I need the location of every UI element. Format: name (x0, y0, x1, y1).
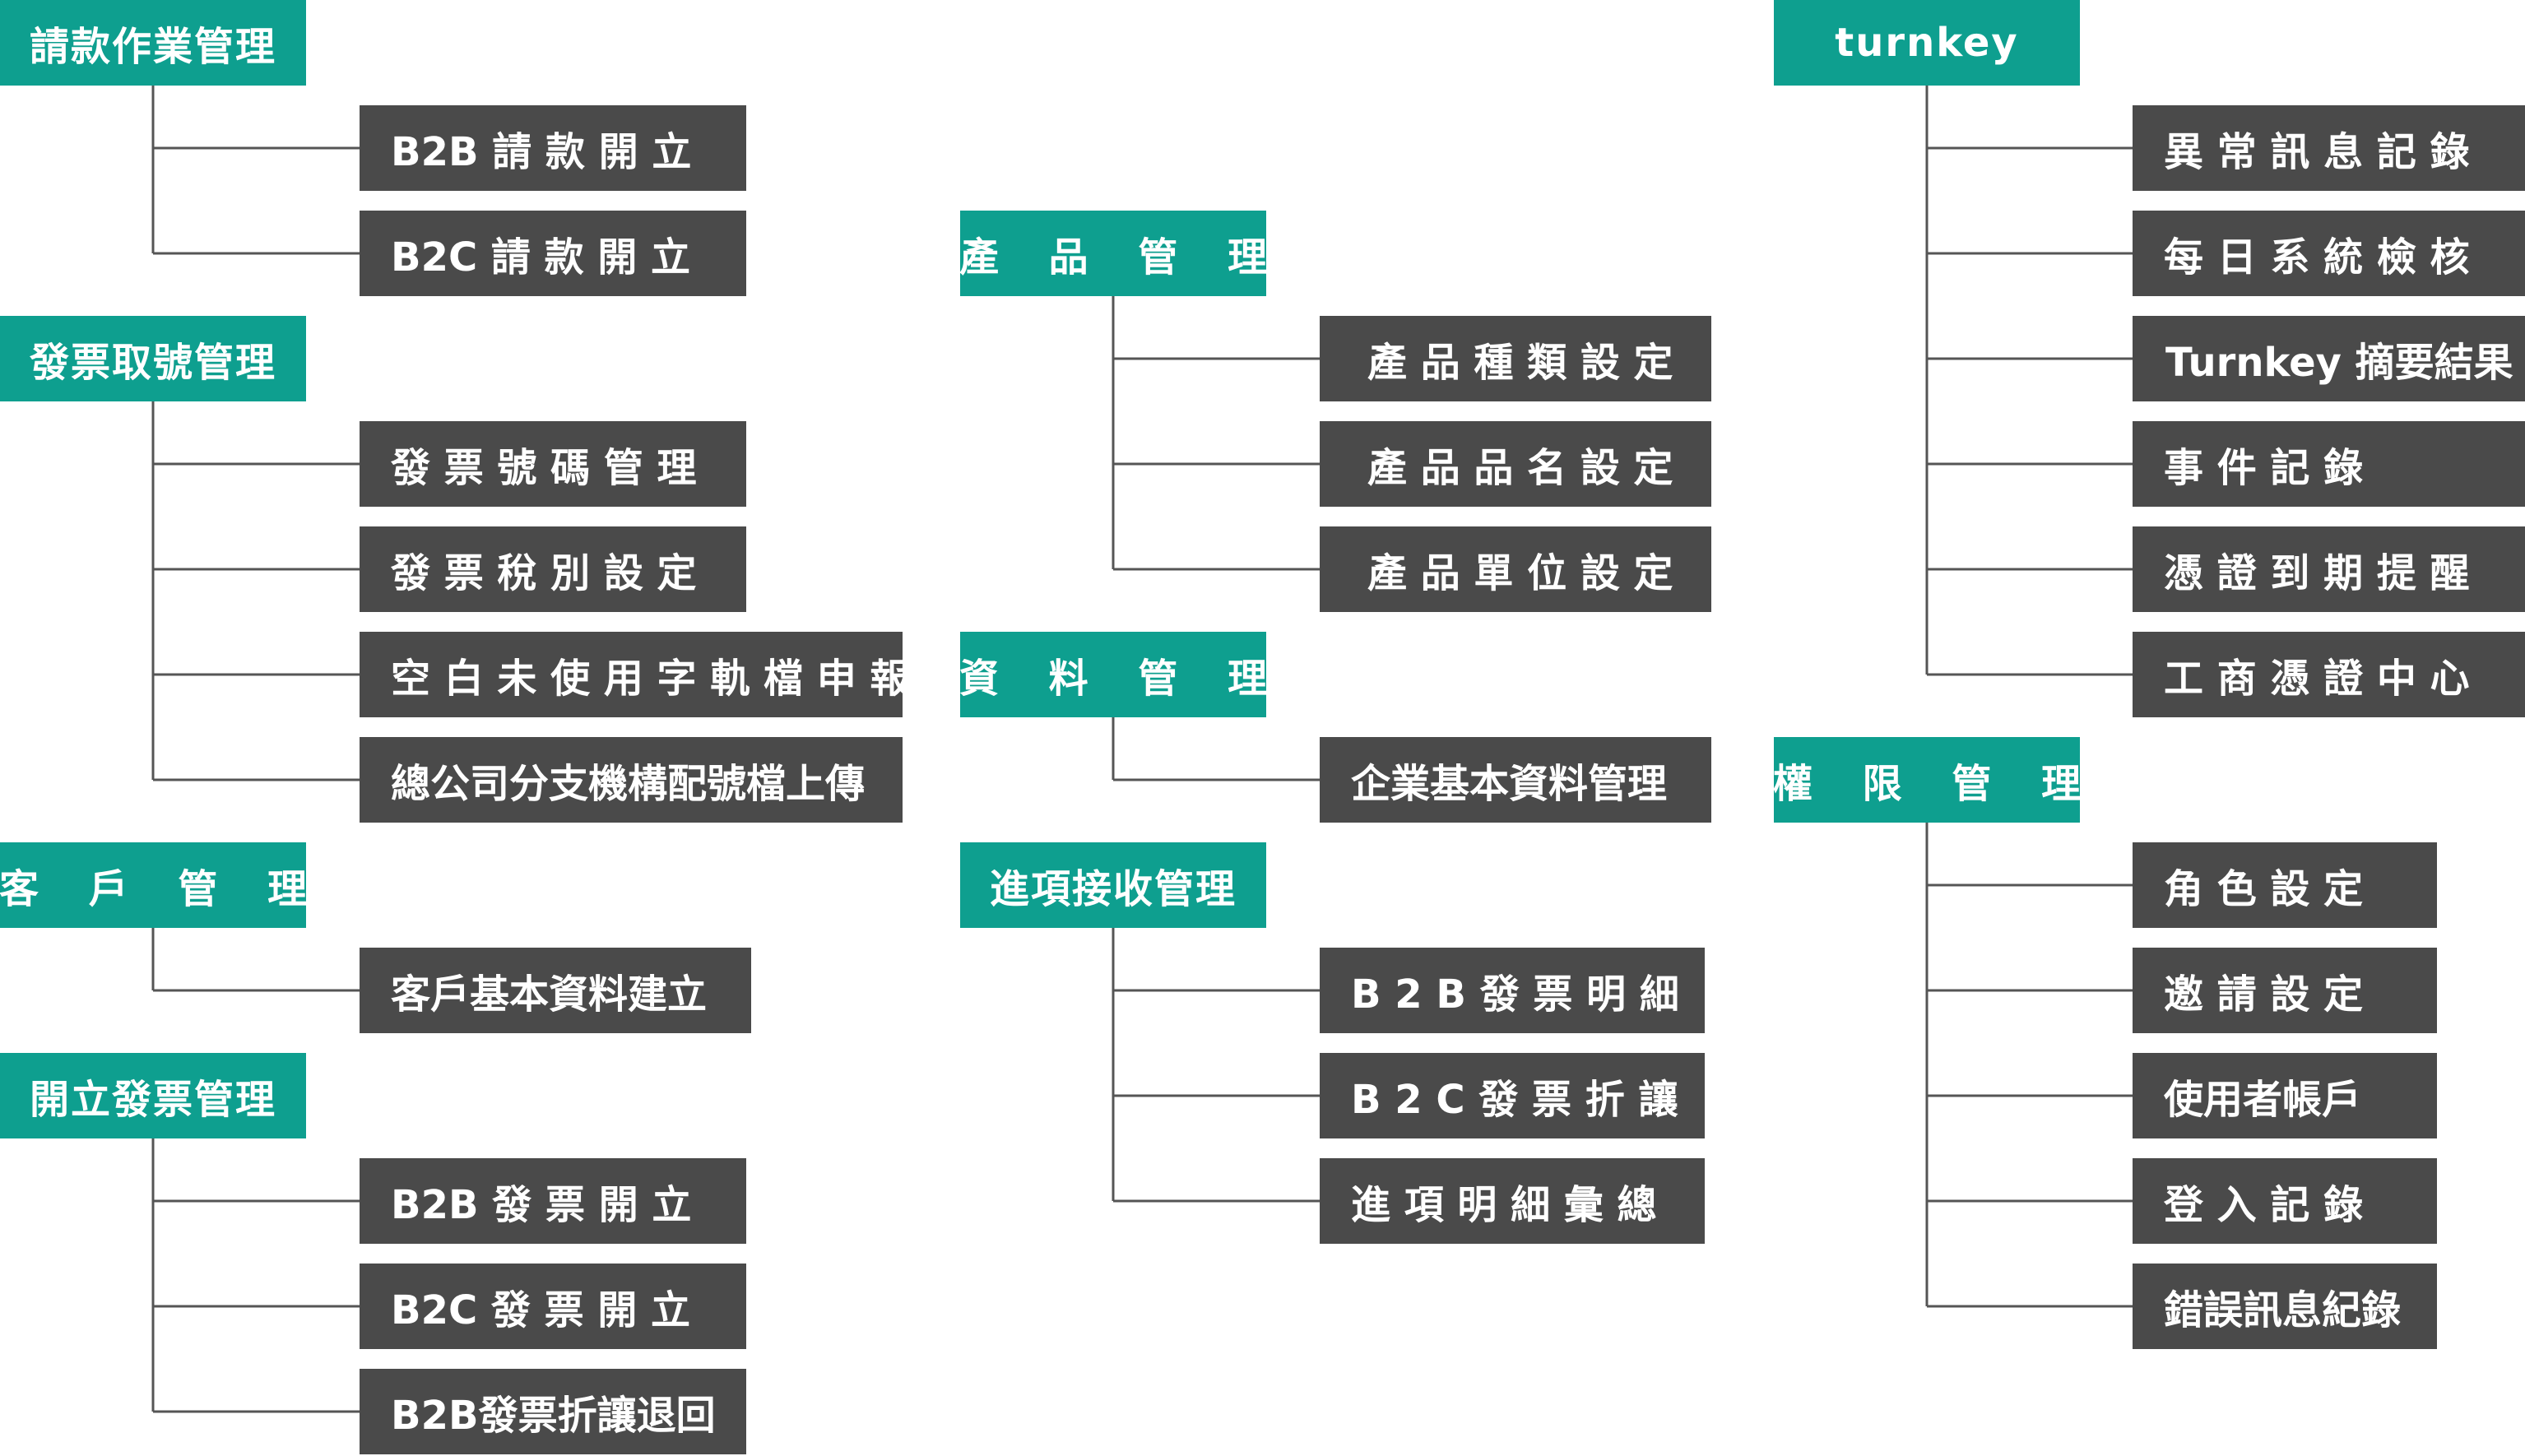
item-b2b-invoice-allowance-return[interactable]: B2B發票折讓退回 (360, 1369, 746, 1454)
item-error-message-log[interactable]: 錯誤訊息紀錄 (2133, 1264, 2437, 1349)
item-b2b-billing-issue[interactable]: B2B 請 款 開 立 (360, 105, 746, 191)
item-event-log[interactable]: 事 件 記 錄 (2133, 421, 2525, 507)
category-invoice-number-management[interactable]: 發票取號管理 (0, 316, 306, 401)
item-exception-message-log[interactable]: 異 常 訊 息 記 錄 (2133, 105, 2525, 191)
item-certificate-expiry-reminder[interactable]: 憑 證 到 期 提 醒 (2133, 526, 2525, 612)
item-b2c-billing-issue[interactable]: B2C 請 款 開 立 (360, 211, 746, 296)
item-input-detail-summary[interactable]: 進 項 明 細 彙 總 (1320, 1158, 1705, 1244)
item-invoice-number-management[interactable]: 發 票 號 碼 管 理 (360, 421, 746, 507)
category-customer-management[interactable]: 客 戶 管 理 (0, 842, 307, 928)
item-b2b-invoice-issue[interactable]: B2B 發 票 開 立 (360, 1158, 746, 1244)
item-blank-unused-track-report[interactable]: 空 白 未 使 用 字 軌 檔 申 報 (360, 632, 909, 717)
category-input-receipt-management[interactable]: 進項接收管理 (960, 842, 1266, 928)
item-customer-basic-data[interactable]: 客戶基本資料建立 (360, 948, 751, 1033)
item-business-certificate-center[interactable]: 工 商 憑 證 中 心 (2133, 632, 2525, 717)
item-b2c-invoice-allowance[interactable]: B 2 C 發 票 折 讓 (1320, 1053, 1705, 1138)
item-login-log[interactable]: 登 入 記 錄 (2133, 1158, 2437, 1244)
category-product-management[interactable]: 產 品 管 理 (959, 211, 1267, 296)
category-data-management[interactable]: 資 料 管 理 (959, 632, 1267, 717)
category-invoice-issue-management[interactable]: 開立發票管理 (0, 1053, 306, 1138)
item-product-unit-setting[interactable]: 產 品 單 位 設 定 (1320, 526, 1711, 612)
item-branch-number-file-upload[interactable]: 總公司分支機構配號檔上傳 (360, 737, 903, 823)
item-b2b-invoice-detail[interactable]: B 2 B 發 票 明 細 (1320, 948, 1705, 1033)
item-role-setting[interactable]: 角 色 設 定 (2133, 842, 2437, 928)
item-user-account[interactable]: 使用者帳戶 (2133, 1053, 2437, 1138)
category-permission-management[interactable]: 權 限 管 理 (1773, 737, 2081, 823)
category-turnkey[interactable]: turnkey (1774, 0, 2080, 86)
category-billing-management[interactable]: 請款作業管理 (0, 0, 306, 86)
item-b2c-invoice-issue[interactable]: B2C 發 票 開 立 (360, 1264, 746, 1349)
item-turnkey-summary-result[interactable]: Turnkey 摘要結果 (2133, 316, 2525, 401)
item-product-name-setting[interactable]: 產 品 品 名 設 定 (1320, 421, 1711, 507)
item-enterprise-basic-data[interactable]: 企業基本資料管理 (1320, 737, 1711, 823)
item-invoice-tax-type-setting[interactable]: 發 票 稅 別 設 定 (360, 526, 746, 612)
item-daily-system-check[interactable]: 每 日 系 統 檢 核 (2133, 211, 2525, 296)
item-invitation-setting[interactable]: 邀 請 設 定 (2133, 948, 2437, 1033)
item-product-category-setting[interactable]: 產 品 種 類 設 定 (1320, 316, 1711, 401)
